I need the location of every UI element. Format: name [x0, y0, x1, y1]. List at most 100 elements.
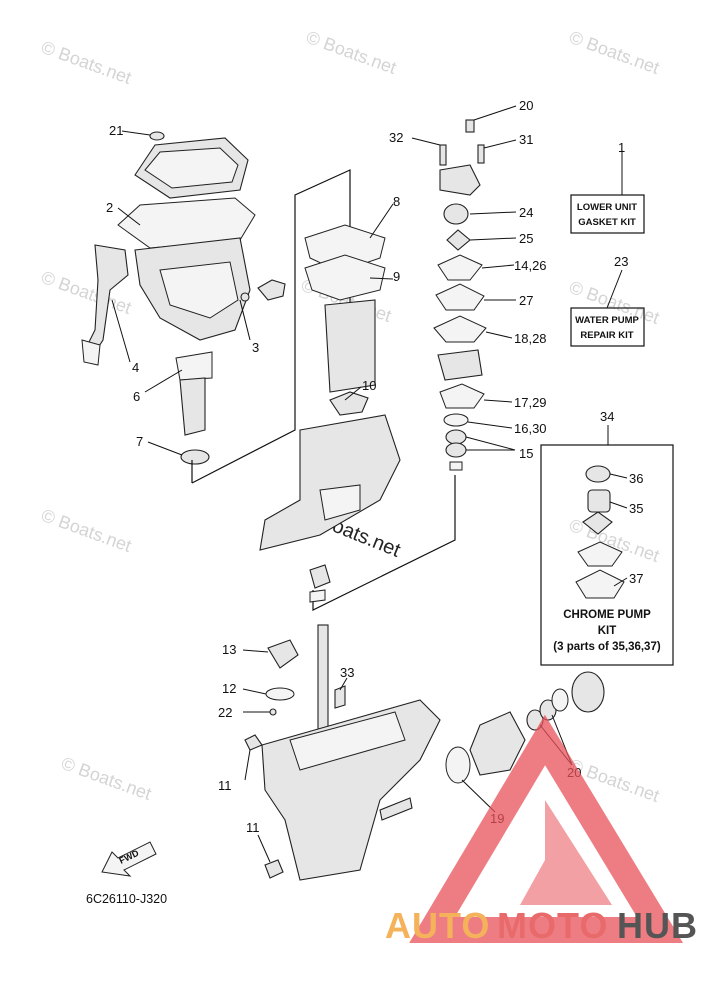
bearing-washer [551, 688, 569, 712]
watermarks: © Boats.net © Boats.net © Boats.net © Bo… [39, 27, 662, 806]
part-22-ring [269, 708, 277, 716]
drive-shaft [317, 624, 329, 741]
part-19-o-ring [445, 746, 471, 784]
part-top-plate-inner [144, 147, 239, 189]
gasket-stack [304, 224, 386, 416]
logo-word-moto: MOTO [497, 905, 608, 946]
chrome-kit-label-1: CHROME PUMP [563, 609, 651, 621]
part-31-bolt [477, 144, 485, 164]
callout-23: 23 [614, 254, 628, 269]
callout-27: 27 [519, 293, 533, 308]
callout-25: 25 [519, 231, 533, 246]
logo-triangle-icon [409, 714, 684, 943]
callout-14-26: 14,26 [514, 258, 547, 273]
callout-4: 4 [132, 360, 139, 375]
callout-21: 20 [519, 98, 533, 113]
callout-31: 31 [519, 132, 533, 147]
leader-lines [111, 105, 628, 863]
callout-12: 12 [222, 681, 236, 696]
logo-inner-mark-icon [520, 800, 612, 905]
callout-6: 6 [133, 389, 140, 404]
gearcase-top [289, 711, 406, 771]
gasket-kit-label-2: GASKET KIT [578, 217, 636, 228]
callout-15: 15 [519, 446, 533, 461]
part-17-29-gasket [439, 383, 485, 409]
chrome-kit-impeller [582, 511, 613, 535]
callout-7: 7 [136, 434, 143, 449]
callout-9: 9 [393, 269, 400, 284]
part-25-impeller [446, 229, 471, 251]
callout-17-29: 17,29 [514, 395, 547, 410]
lower-casing-group [259, 414, 401, 603]
part-35-liner [587, 489, 611, 513]
chrome-kit-frame [540, 444, 674, 666]
callout-11-top: 11 [218, 778, 232, 793]
part-3-grommet [257, 279, 286, 301]
gasket-kit-frame [570, 194, 645, 234]
part-27-plate [435, 283, 485, 311]
clip [449, 461, 463, 471]
extension-housing [259, 414, 401, 551]
callout-8: 8 [393, 194, 400, 209]
logo-word-hub: HUB [617, 905, 698, 946]
part-36-insert [585, 465, 611, 483]
water-pump-stack [433, 119, 487, 471]
callout-5: 21 [109, 123, 123, 138]
part-6-gasket [175, 351, 213, 381]
part-10-gasket [329, 391, 369, 416]
callout-2: 2 [106, 200, 113, 215]
pump-base [437, 349, 483, 381]
chrome-kit-gasket [577, 541, 623, 567]
pump-housing-cover [439, 164, 481, 196]
part-12-o-ring [265, 687, 295, 701]
watermark: © Boats.net [39, 505, 134, 556]
watermark: © Boats.net [567, 27, 662, 78]
callout-11-bottom: 11 [246, 820, 260, 835]
part-15-seal-b [445, 442, 467, 458]
gasket-kit-box: LOWER UNIT GASKET KIT [570, 194, 645, 234]
water-tube-seal [309, 564, 331, 589]
water-pump-kit-label-2: REPAIR KIT [580, 330, 633, 341]
part-7-oil-seal [180, 449, 210, 465]
part-14-26-gasket [437, 254, 483, 281]
exhaust-guide [324, 299, 376, 393]
callout-36: 36 [629, 471, 643, 486]
propeller-shaft [379, 797, 413, 821]
callout-32: 32 [389, 130, 403, 145]
bearing-housing [469, 711, 526, 776]
callout-1: 1 [618, 140, 625, 155]
chrome-pump-kit-box: CHROME PUMP KIT (3 parts of 35,36,37) [540, 444, 674, 666]
callout-18-28: 18,28 [514, 331, 547, 346]
extension-window [319, 484, 361, 521]
logo-word-auto: AUTO [385, 905, 490, 946]
watermark: © Boats.net [304, 27, 399, 78]
part-11-bolt-bottom [264, 859, 284, 879]
fwd-arrow: FWD [101, 841, 157, 877]
seal-ring [309, 589, 326, 603]
part-21-grommet [465, 119, 475, 133]
part-6-housing [179, 377, 206, 436]
callout-33: 33 [340, 665, 354, 680]
part-16-30-o-ring [443, 413, 469, 427]
callout-35: 35 [629, 501, 643, 516]
chrome-kit-label-2: KIT [598, 625, 617, 637]
callout-10: 10 [362, 378, 376, 393]
upper-casing-window [159, 261, 239, 319]
gasket-kit-label-1: LOWER UNIT [577, 202, 637, 213]
callout-16-30: 16,30 [514, 421, 547, 436]
drawing-code: 6C26110-J320 [86, 892, 167, 906]
part-8-gasket [304, 224, 386, 273]
part-13-retainer [267, 639, 299, 669]
callout-3: 3 [252, 340, 259, 355]
part-4-grommet [81, 339, 101, 366]
part-5-washer [149, 131, 165, 141]
part-32-bolt [439, 144, 447, 166]
callout-22: 22 [218, 705, 232, 720]
bearing-ring [571, 671, 605, 713]
callout-24: 24 [519, 205, 533, 220]
callout-13: 13 [222, 642, 236, 657]
water-pump-kit-label-1: WATER PUMP [575, 315, 639, 326]
callout-37: 37 [629, 571, 643, 586]
